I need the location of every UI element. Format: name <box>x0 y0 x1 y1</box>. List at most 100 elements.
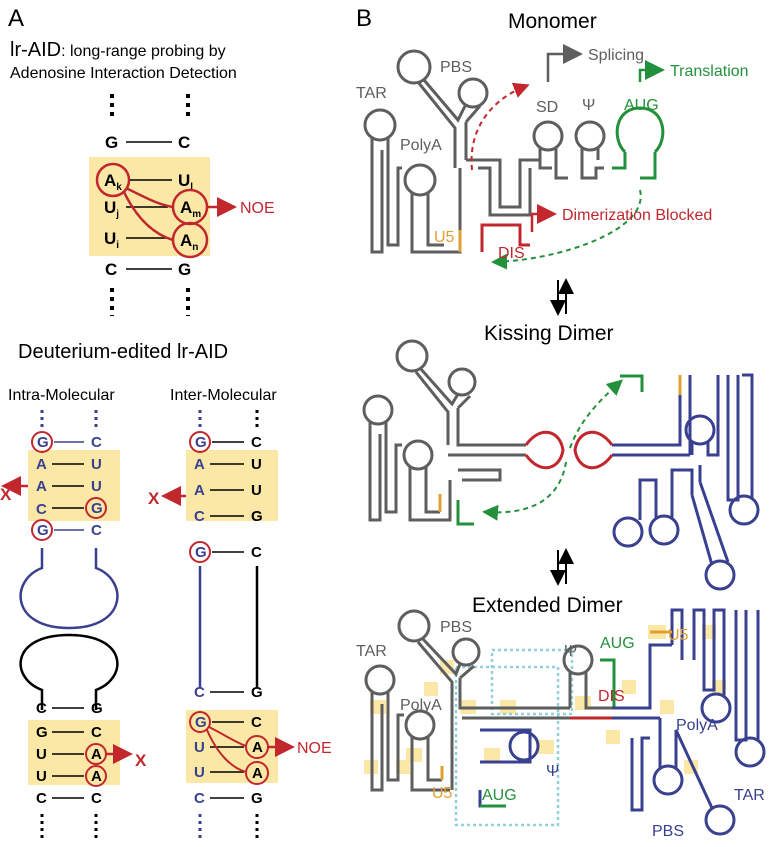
panel-a-label: A <box>8 5 24 32</box>
x-mark-2: X <box>135 751 147 770</box>
svg-text:U: U <box>194 739 205 756</box>
svg-text:U: U <box>194 764 205 781</box>
inter-molecular-schematic: G C A U A U X C G G C C G G C U A U A <box>148 410 332 838</box>
kissing-dimer-right <box>612 373 760 591</box>
svg-text:A: A <box>36 478 47 495</box>
dimerization-blocked-label: Dimerization Blocked <box>562 207 712 224</box>
svg-text:C: C <box>36 501 47 518</box>
svg-text:G: G <box>195 434 207 451</box>
intra-molecular-schematic: G C A U A U X C G G C C G G C U A X U <box>0 410 147 838</box>
svg-text:A: A <box>194 482 205 499</box>
svg-text:Ak: Ak <box>104 171 122 193</box>
svg-text:C: C <box>36 790 47 807</box>
svg-text:U: U <box>251 456 262 473</box>
svg-text:Uj: Uj <box>104 198 119 220</box>
panel-b-label: B <box>356 5 372 32</box>
lr-aid-title-line2: Adenosine Interaction Detection <box>10 65 237 82</box>
extended-dimer-title: Extended Dimer <box>472 594 623 617</box>
tar-label-extended: TAR <box>356 643 387 660</box>
u5-label-extended-right: U5 <box>668 627 689 644</box>
deuterium-title: Deuterium-edited lr-AID <box>18 341 228 363</box>
svg-text:A: A <box>252 739 263 756</box>
sd-label-monomer: SD <box>536 99 558 116</box>
splicing-arrow <box>546 44 583 82</box>
svg-text:G: G <box>37 434 49 451</box>
pbs-label-monomer: PBS <box>440 59 472 76</box>
svg-text:C: C <box>91 434 102 451</box>
svg-text:C: C <box>91 724 102 741</box>
dis-segment-monomer <box>480 223 530 252</box>
svg-text:C: C <box>194 508 205 525</box>
red-dashed-arrow-monomer <box>470 82 530 171</box>
pbs-label-extended: PBS <box>440 619 472 636</box>
svg-text:U: U <box>91 478 102 495</box>
dis-loop-left <box>524 430 565 470</box>
svg-text:G: G <box>91 700 103 717</box>
svg-text:G: G <box>105 133 118 152</box>
psi-label-extended: Ψ <box>564 643 577 660</box>
svg-text:G: G <box>178 260 191 279</box>
monomer-structure <box>363 49 606 254</box>
splicing-label: Splicing <box>588 47 644 64</box>
green-dashed-arrow-monomer <box>491 189 642 270</box>
svg-text:A: A <box>252 765 263 782</box>
svg-text:G: G <box>195 714 207 731</box>
dis-loop-right <box>573 430 614 470</box>
svg-text:G: G <box>251 790 263 807</box>
dimerization-arrow <box>530 204 557 232</box>
tar-label-extended-right: TAR <box>734 787 765 804</box>
svg-text:Ul: Ul <box>178 171 193 193</box>
svg-text:C: C <box>194 684 205 701</box>
svg-text:C: C <box>91 522 102 539</box>
equilibrium-arrows-2 <box>550 548 574 586</box>
polya-label-extended: PolyA <box>400 697 442 714</box>
svg-text:Ui: Ui <box>104 229 119 251</box>
svg-text:C: C <box>105 260 117 279</box>
aug-segment-extended-top <box>600 658 616 708</box>
svg-text:C: C <box>178 133 190 152</box>
svg-text:G: G <box>251 508 263 525</box>
green-dashed-arrow-kissing-1 <box>569 379 623 449</box>
svg-text:C: C <box>91 790 102 807</box>
lr-aid-title: lr-AID: long-range probing by <box>10 39 226 61</box>
svg-text:An: An <box>180 231 198 253</box>
equilibrium-arrows-1 <box>550 278 574 316</box>
kissing-dimer-left <box>362 339 526 522</box>
highlight-box-left <box>454 665 560 827</box>
kissing-dimer-title: Kissing Dimer <box>484 322 614 345</box>
translation-arrow <box>638 60 665 82</box>
noe-label: NOE <box>240 200 275 217</box>
svg-text:A: A <box>91 746 102 763</box>
svg-text:C: C <box>251 714 262 731</box>
svg-text:C: C <box>36 700 47 717</box>
svg-text:C: C <box>194 790 205 807</box>
aug-label-extended-bottom: AUG <box>482 787 517 804</box>
polya-label-extended-right: PolyA <box>676 717 718 734</box>
x-mark-3: X <box>148 489 160 508</box>
svg-text:G: G <box>195 544 207 561</box>
svg-text:G: G <box>91 500 103 517</box>
svg-text:U: U <box>36 768 47 785</box>
svg-text:U: U <box>36 746 47 763</box>
svg-text:A: A <box>91 768 102 785</box>
translation-label: Translation <box>670 63 749 80</box>
svg-text:G: G <box>37 522 49 539</box>
svg-text:A: A <box>36 456 47 473</box>
svg-text:A: A <box>194 456 205 473</box>
lr-aid-schematic: G C Ak Ul Uj Am Ui An NOE C G <box>89 94 275 316</box>
intra-label: Intra-Molecular <box>8 387 115 404</box>
dis-label-extended: DIS <box>598 688 625 705</box>
svg-text:U: U <box>91 456 102 473</box>
extended-dimer-gray <box>364 609 612 792</box>
pbs-label-extended-right: PBS <box>652 823 684 840</box>
aug-label-extended-top: AUG <box>600 635 635 652</box>
aug-segment-kissing-left <box>456 500 474 526</box>
u5-label-extended: U5 <box>432 785 453 802</box>
svg-text:U: U <box>251 482 262 499</box>
aug-segment-kissing-right <box>620 374 644 392</box>
svg-text:Am: Am <box>180 198 201 220</box>
dis-label-monomer: DIS <box>498 245 525 262</box>
polya-label-monomer: PolyA <box>400 137 442 154</box>
svg-text:C: C <box>251 544 262 561</box>
